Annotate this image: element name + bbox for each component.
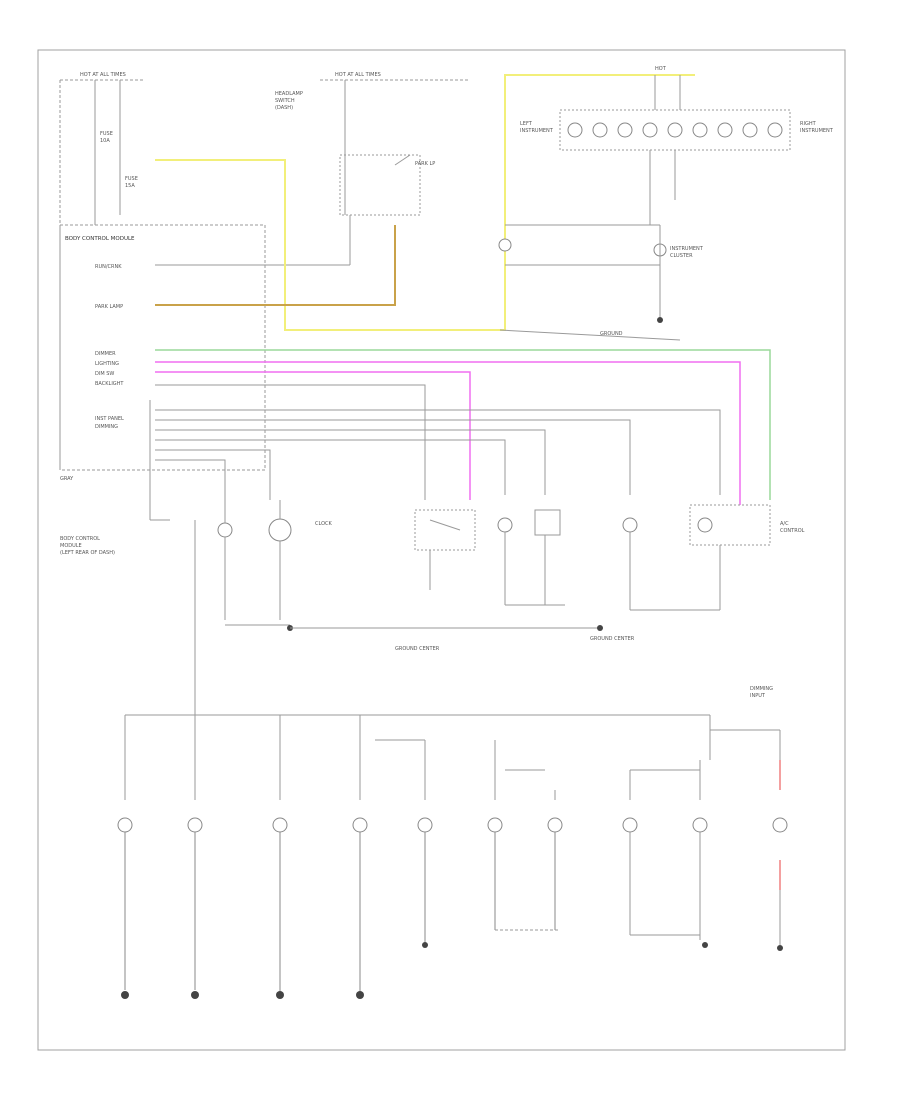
fuse-block-left: HOT AT ALL TIMES FUSE 10A FUSE 15A — [60, 72, 145, 225]
svg-text:INPUT: INPUT — [750, 693, 766, 699]
ground-7 — [777, 945, 783, 951]
svg-text:INSTRUMENT: INSTRUMENT — [800, 128, 834, 134]
green-wire — [155, 349, 771, 500]
lamp-2 — [268, 518, 292, 542]
ground-4 — [356, 991, 364, 999]
svg-text:CLUSTER: CLUSTER — [670, 253, 693, 259]
svg-text:GRAY: GRAY — [60, 476, 74, 482]
svg-text:10A: 10A — [100, 138, 110, 144]
svg-text:GROUND CENTER: GROUND CENTER — [395, 646, 440, 652]
lower-component-row — [117, 715, 788, 999]
svg-text:LIGHTING: LIGHTING — [95, 361, 119, 367]
svg-text:SWITCH: SWITCH — [275, 98, 295, 104]
middle-component-row: CLOCK A/C CONTROL GROUND CENTER GROUND C… — [217, 500, 805, 652]
svg-text:RUN/CRNK: RUN/CRNK — [95, 264, 122, 270]
svg-text:A/C: A/C — [780, 521, 789, 527]
ground-mid-right — [597, 625, 603, 631]
svg-text:DIMMER: DIMMER — [95, 351, 116, 357]
ground-5 — [422, 942, 428, 948]
svg-text:CLOCK: CLOCK — [315, 521, 333, 527]
pink-wire-2 — [155, 371, 471, 500]
svg-text:(LEFT REAR OF DASH): (LEFT REAR OF DASH) — [60, 550, 115, 556]
ground-3 — [276, 991, 284, 999]
svg-text:BACKLIGHT: BACKLIGHT — [95, 381, 124, 387]
ground-1 — [121, 991, 129, 999]
svg-text:CONTROL: CONTROL — [780, 528, 805, 534]
svg-text:PARK LAMP: PARK LAMP — [95, 304, 123, 310]
bcm-inputs: RUN/CRNK PARK LAMP DIMMER LIGHTING DIM S… — [60, 264, 350, 482]
lamp-4 — [622, 517, 638, 533]
switch-box-2 — [534, 509, 561, 536]
lamp-3 — [497, 517, 513, 533]
switch-box-3 — [689, 504, 771, 546]
svg-text:HEADLAMP: HEADLAMP — [275, 91, 303, 97]
svg-text:DIMMING: DIMMING — [95, 424, 118, 430]
svg-text:RIGHT: RIGHT — [800, 121, 817, 127]
svg-text:15A: 15A — [125, 183, 135, 189]
svg-text:HOT AT ALL TIMES: HOT AT ALL TIMES — [335, 72, 381, 78]
diagram-frame — [37, 49, 846, 1051]
svg-text:INSTRUMENT: INSTRUMENT — [670, 246, 704, 252]
bulb-row — [567, 122, 783, 138]
svg-text:(DASH): (DASH) — [275, 105, 293, 111]
svg-text:DIM SW: DIM SW — [95, 371, 114, 377]
body-control-module-box — [59, 224, 266, 471]
svg-text:HOT: HOT — [655, 66, 667, 72]
svg-text:PARK LP: PARK LP — [415, 161, 435, 167]
svg-text:LEFT: LEFT — [520, 121, 533, 127]
svg-text:INSTRUMENT: INSTRUMENT — [520, 128, 554, 134]
switch-box-1 — [414, 509, 476, 551]
svg-text:MODULE: MODULE — [60, 543, 82, 549]
bcm-gray-bus — [149, 384, 721, 521]
body-control-module-label: BODY CONTROL MODULE — [65, 236, 135, 242]
fuse-block-left-label: HOT AT ALL TIMES — [80, 72, 126, 78]
svg-text:INST PANEL: INST PANEL — [95, 416, 124, 422]
bulb-left-mid — [498, 238, 512, 252]
svg-text:FUSE: FUSE — [125, 176, 138, 182]
ground-top-right — [657, 317, 663, 323]
svg-text:GROUND CENTER: GROUND CENTER — [590, 636, 635, 642]
ground-6 — [702, 942, 708, 948]
fuse-block-mid: HOT AT ALL TIMES HEADLAMP SWITCH (DASH) … — [275, 72, 470, 265]
pink-wire-1 — [155, 361, 741, 505]
tan-wire — [155, 225, 396, 306]
ground-2 — [191, 991, 199, 999]
svg-text:DIMMING: DIMMING — [750, 686, 773, 692]
svg-text:GROUND: GROUND — [600, 331, 623, 337]
yellow-wire — [155, 74, 695, 331]
bcm-note: BODY CONTROL — [60, 536, 100, 542]
lamp-1 — [217, 522, 233, 538]
svg-text:FUSE: FUSE — [100, 131, 113, 137]
